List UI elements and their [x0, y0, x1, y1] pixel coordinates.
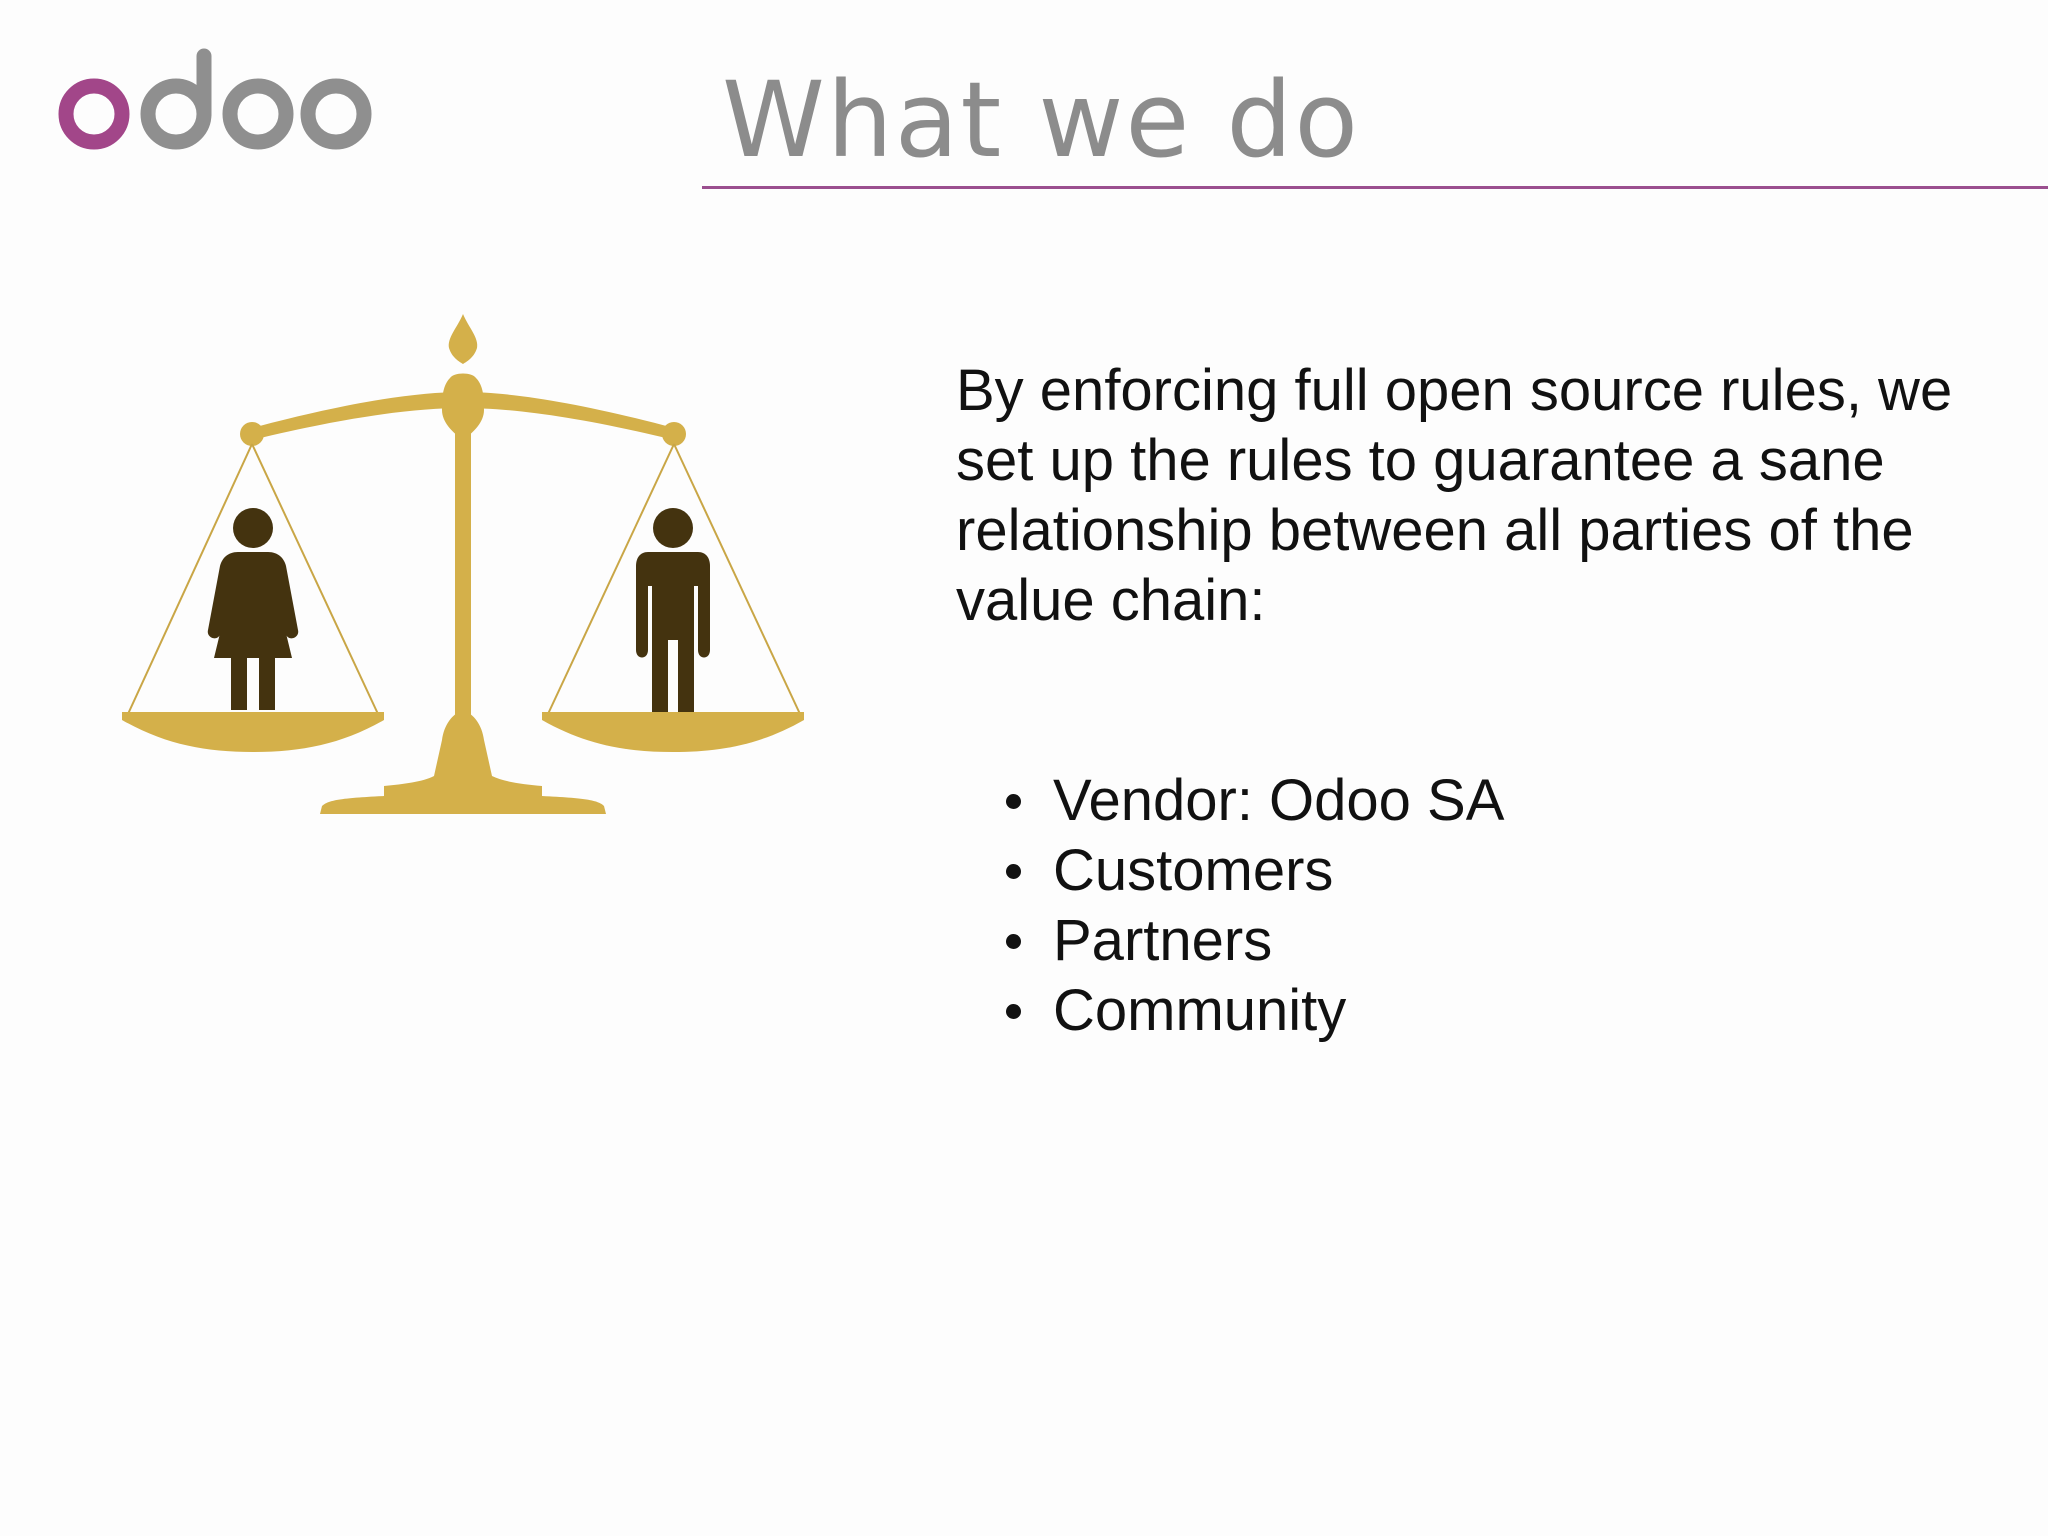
slide-title: What we do	[722, 59, 1361, 181]
bullet-text: Customers	[1053, 838, 1334, 903]
bullet-text: Vendor: Odoo SA	[1053, 768, 1505, 833]
bullet-list: Vendor: Odoo SA Customers Partners Commu…	[1000, 766, 1504, 1046]
bullet-item-community: Community	[1000, 976, 1504, 1046]
bullet-item-vendor: Vendor: Odoo SA	[1000, 766, 1504, 836]
man-icon	[636, 508, 710, 712]
bullet-item-customers: Customers	[1000, 836, 1504, 906]
bullet-text: Community	[1053, 978, 1347, 1043]
balance-scale-icon	[122, 314, 804, 814]
bullet-item-partners: Partners	[1000, 906, 1504, 976]
bullet-dot-icon	[1006, 864, 1021, 879]
bullet-dot-icon	[1006, 794, 1021, 809]
bullet-text: Partners	[1053, 908, 1273, 973]
title-underline	[702, 186, 2048, 189]
bullet-dot-icon	[1006, 1004, 1021, 1019]
odoo-logo	[58, 48, 372, 150]
body-paragraph: By enforcing full open source rules, we …	[956, 358, 1953, 633]
bullet-dot-icon	[1006, 934, 1021, 949]
woman-icon	[207, 508, 299, 710]
